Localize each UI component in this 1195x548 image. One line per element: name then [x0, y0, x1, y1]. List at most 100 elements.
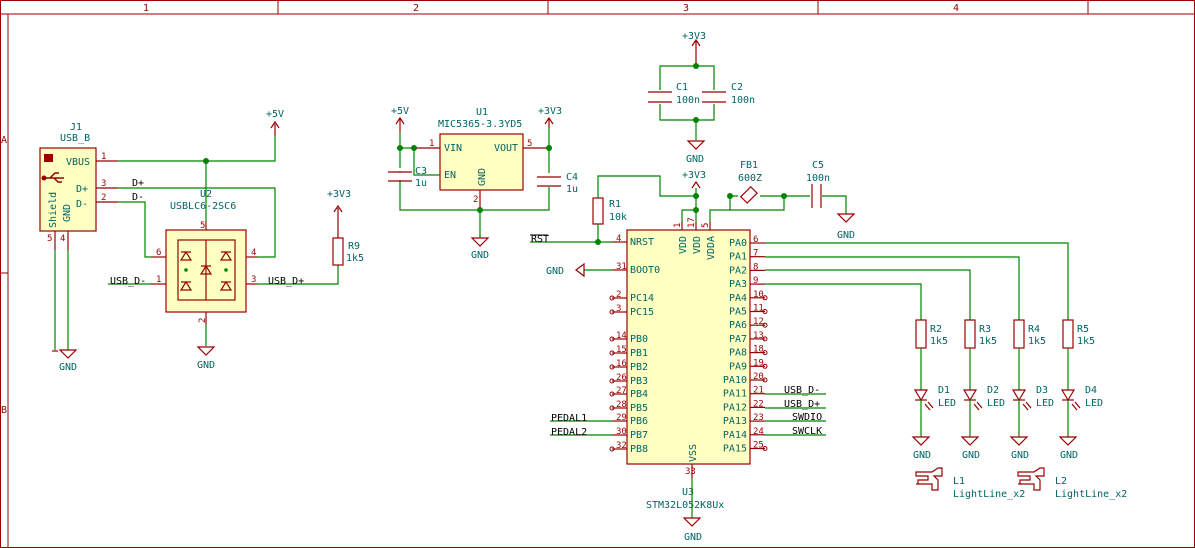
u3-left-pin-name: PB7 — [630, 430, 648, 441]
fb1-ref: FB1 — [740, 160, 758, 171]
l2-value: LightLine_x2 — [1055, 489, 1127, 500]
capacitor-c2[interactable]: C2 100n — [702, 82, 755, 106]
u3-left-pin-number: 15 — [616, 345, 627, 355]
gnd-icon — [1009, 436, 1029, 446]
u3-left-pin-number: 28 — [616, 400, 627, 410]
led-gnd-label: GND — [962, 450, 980, 461]
net-pedal2: PEDAL2 — [551, 427, 587, 438]
u3-vss-label: VSS — [688, 444, 699, 462]
c3-ref: C3 — [415, 166, 427, 177]
ic-u2-esd[interactable]: U2 USBLC6-2SC6 5 6 1 4 3 2 — [151, 189, 257, 325]
u3-unconnected-pin — [609, 446, 615, 452]
u3-unconnected-pin — [762, 350, 768, 356]
u3-right-pin-name: PA2 — [729, 265, 747, 276]
u3-vdd2-label: VDD — [692, 236, 703, 254]
u1-value: MIC5365-3.3YD5 — [438, 119, 522, 130]
u3-right-pin-number: 19 — [753, 358, 764, 368]
u1-5v-label: +5V — [391, 106, 409, 117]
frame-col-1: 1 — [143, 3, 149, 14]
capacitor-c4[interactable]: C4 1u — [537, 172, 578, 195]
lightline-l2[interactable]: L2 LightLine_x2 — [1017, 467, 1127, 500]
gnd-j1: GND — [52, 349, 78, 373]
boot0-gnd-label: GND — [546, 266, 564, 277]
c5-ref: C5 — [812, 160, 824, 171]
resistor-body — [915, 319, 927, 349]
u3-right-pin-name: PA0 — [729, 238, 747, 249]
ic-u3-mcu[interactable]: 1 17 5 VDD VDD VDDA VSS 33 U3 STM32L052K… — [609, 217, 768, 511]
u3-right-pin-number: 7 — [753, 249, 758, 259]
u3-unconnected-pin — [762, 377, 768, 383]
u2-pin-4: 4 — [251, 248, 256, 258]
connector-j1[interactable]: J1 USB_B VBUS D+ D- Shield GND 1 3 2 5 4 — [39, 122, 118, 250]
capacitor-c5[interactable]: C5 100n — [806, 160, 830, 208]
led-ref: D2 — [987, 385, 999, 396]
u3-unconnected-pin — [609, 350, 615, 356]
power-5v-u1: +5V — [391, 106, 409, 132]
u3-right-pin-name: PA9 — [729, 361, 747, 372]
u3-unconnected-pin — [762, 295, 768, 301]
led-icon — [962, 389, 978, 402]
net-usb-dm-left: USB_D- — [110, 276, 146, 287]
u2-pin-3: 3 — [251, 275, 256, 285]
c3-value: 1u — [415, 178, 427, 189]
u3-left-pin-name: PC14 — [630, 293, 654, 304]
u2-pin-6: 6 — [156, 248, 161, 258]
u2-pin-2: 2 — [198, 318, 208, 323]
resistor-value: 1k5 — [1028, 336, 1046, 347]
capacitor-c3[interactable]: C3 1u — [388, 166, 427, 189]
u1-pin-vout: VOUT — [494, 143, 518, 154]
u3-right-pin-number: 9 — [753, 276, 758, 286]
j1-pin-5: 5 — [47, 234, 52, 244]
u3-left-pin-name: PB3 — [630, 376, 648, 387]
u3-right-pin-number: 18 — [753, 345, 764, 355]
led-ref: D4 — [1085, 385, 1097, 396]
led-value: LED — [987, 398, 1005, 409]
lightline-icon — [915, 467, 943, 491]
r9-value: 1k5 — [346, 253, 364, 264]
j1-shield-label: Shield — [48, 192, 59, 228]
j1-pin-1: 1 — [101, 152, 106, 162]
ferrite-fb1[interactable]: FB1 600Z — [738, 160, 762, 204]
gnd-icon — [1058, 436, 1078, 446]
u3-unconnected-pin — [609, 336, 615, 342]
u3-left-pin-name: PB8 — [630, 444, 648, 455]
j1-pin-4: 4 — [60, 234, 65, 244]
u1-pin-2: 2 — [473, 195, 478, 205]
u3-left-pin-name: PB5 — [630, 403, 648, 414]
lightline-l1[interactable]: L1 LightLine_x2 — [915, 467, 1025, 500]
led-gnd-label: GND — [1011, 450, 1029, 461]
gnd-u1-label: GND — [471, 250, 489, 261]
resistor-r1[interactable]: R1 10k — [592, 197, 627, 225]
led-ref: D3 — [1036, 385, 1048, 396]
ic-u1-ldo[interactable]: U1 MIC5365-3.3YD5 VIN EN VOUT GND 1 5 2 — [414, 107, 549, 210]
capacitor-c1[interactable]: C1 100n — [648, 82, 700, 106]
c1-value: 100n — [676, 95, 700, 106]
resistor-ref: R4 — [1028, 324, 1040, 335]
u3-left-pin-name: PC15 — [630, 307, 654, 318]
resistor-r9[interactable]: R9 1k5 +3V3 — [327, 189, 364, 266]
u3-unconnected-pin — [762, 322, 768, 328]
u1-pin-5: 5 — [527, 139, 532, 149]
led-gnd-label: GND — [913, 450, 931, 461]
u2-diode-icons — [179, 250, 233, 291]
u3-left-pin-name: PB6 — [630, 416, 648, 427]
u3-pin-33: 33 — [685, 467, 696, 477]
u3-right-pin-name: PA8 — [729, 348, 747, 359]
u3-pin-1: 1 — [673, 223, 683, 228]
frame-col-2: 2 — [413, 3, 419, 14]
u3-unconnected-pin — [609, 391, 615, 397]
power-5v-j1: +5V — [266, 109, 284, 136]
led-chains: R21k5GNDD1LEDR31k5GNDD2LEDR41k5GNDD3LEDR… — [911, 319, 1103, 461]
u3-ref: U3 — [682, 487, 694, 498]
u3-3v3-label: +3V3 — [682, 170, 706, 181]
net-pedal1: PEDAL1 — [551, 413, 587, 424]
u3-unconnected-pin — [762, 309, 768, 314]
led-ref: D1 — [938, 385, 950, 396]
u3-left-pin-number: 26 — [616, 373, 627, 383]
j1-pin-2: 2 — [101, 193, 106, 203]
